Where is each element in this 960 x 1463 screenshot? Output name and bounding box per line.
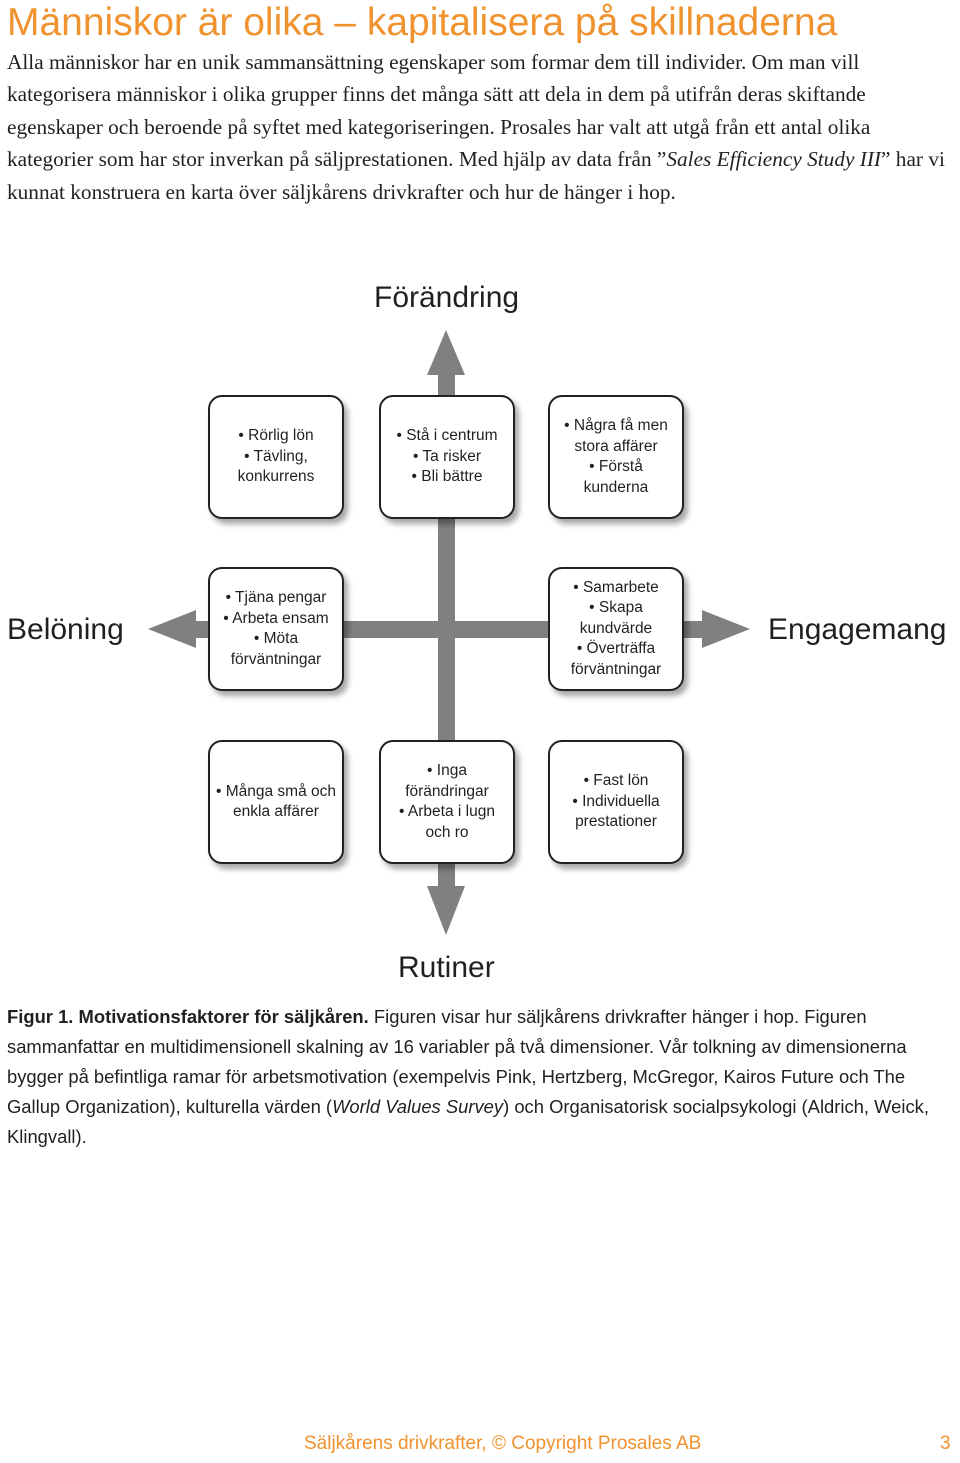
arrow-down-icon: [427, 886, 465, 935]
box-bottom-center: Inga förändringarArbeta i lugn och ro: [379, 740, 515, 864]
arrow-up-icon: [427, 330, 465, 375]
caption-text: Figuren visar hur säljkårens drivkrafter…: [7, 1006, 907, 1117]
box-item: Några få men stora affärer: [556, 416, 676, 457]
page-title: Människor är olika – kapitalisera på ski…: [7, 1, 838, 44]
box-item: Inga förändringar: [387, 761, 507, 802]
box-item: Individuella prestationer: [556, 792, 676, 833]
intro-text-end: ” har vi kunnat konstruera en karta över…: [7, 147, 945, 204]
axis-label-left: Belöning: [7, 613, 124, 646]
caption-text-end: ) och Organisatorisk socialpsykologi (Al…: [7, 1096, 929, 1147]
box-top-right: Några få men stora affärerFörstå kundern…: [548, 395, 684, 519]
study-name: Sales Efficiency Study III: [666, 147, 882, 172]
box-item: Möta förväntningar: [216, 629, 336, 670]
arrow-right-icon: [702, 610, 750, 648]
axis-label-bottom: Rutiner: [398, 951, 495, 984]
box-item: Ta risker: [396, 447, 497, 468]
figure-caption: Figur 1. Motivationsfaktorer för säljkår…: [7, 1002, 953, 1152]
box-item: Tävling, konkurrens: [216, 447, 336, 488]
box-item: Överträffa förväntningar: [556, 639, 676, 680]
box-item: Många små och enkla affärer: [216, 782, 336, 823]
footer-copyright: Säljkårens drivkrafter, © Copyright Pros…: [304, 1433, 702, 1454]
box-item: Tjäna pengar: [216, 588, 336, 609]
box-middle-left: Tjäna pengarArbeta ensamMöta förväntning…: [208, 567, 344, 691]
box-item: Bli bättre: [396, 467, 497, 488]
box-item: Arbeta ensam: [216, 609, 336, 630]
box-item: Arbeta i lugn och ro: [387, 802, 507, 843]
arrow-left-icon: [148, 610, 196, 648]
intro-text-start: Alla människor har en unik sammansättnin…: [7, 50, 871, 172]
box-item: Förstå kunderna: [556, 457, 676, 498]
box-top-center: Stå i centrumTa riskerBli bättre: [379, 395, 515, 519]
box-item: Samarbete: [556, 578, 676, 599]
box-item: Rörlig lön: [216, 426, 336, 447]
box-item: Fast lön: [556, 771, 676, 792]
box-item: Stå i centrum: [396, 426, 497, 447]
caption-title: Figur 1. Motivationsfaktorer för säljkår…: [7, 1006, 369, 1027]
axis-label-right: Engagemang: [768, 613, 947, 646]
axis-label-top: Förändring: [374, 281, 520, 314]
caption-italic: World Values Survey: [332, 1096, 504, 1117]
box-top-left: Rörlig lönTävling, konkurrens: [208, 395, 344, 519]
intro-paragraph: Alla människor har en unik sammansättnin…: [7, 46, 955, 208]
page-number: 3: [940, 1433, 951, 1454]
box-item: Skapa kundvärde: [556, 598, 676, 639]
box-bottom-right: Fast lönIndividuella prestationer: [548, 740, 684, 864]
box-middle-right: SamarbeteSkapa kundvärdeÖverträffa förvä…: [548, 567, 684, 691]
box-bottom-left: Många små och enkla affärer: [208, 740, 344, 864]
